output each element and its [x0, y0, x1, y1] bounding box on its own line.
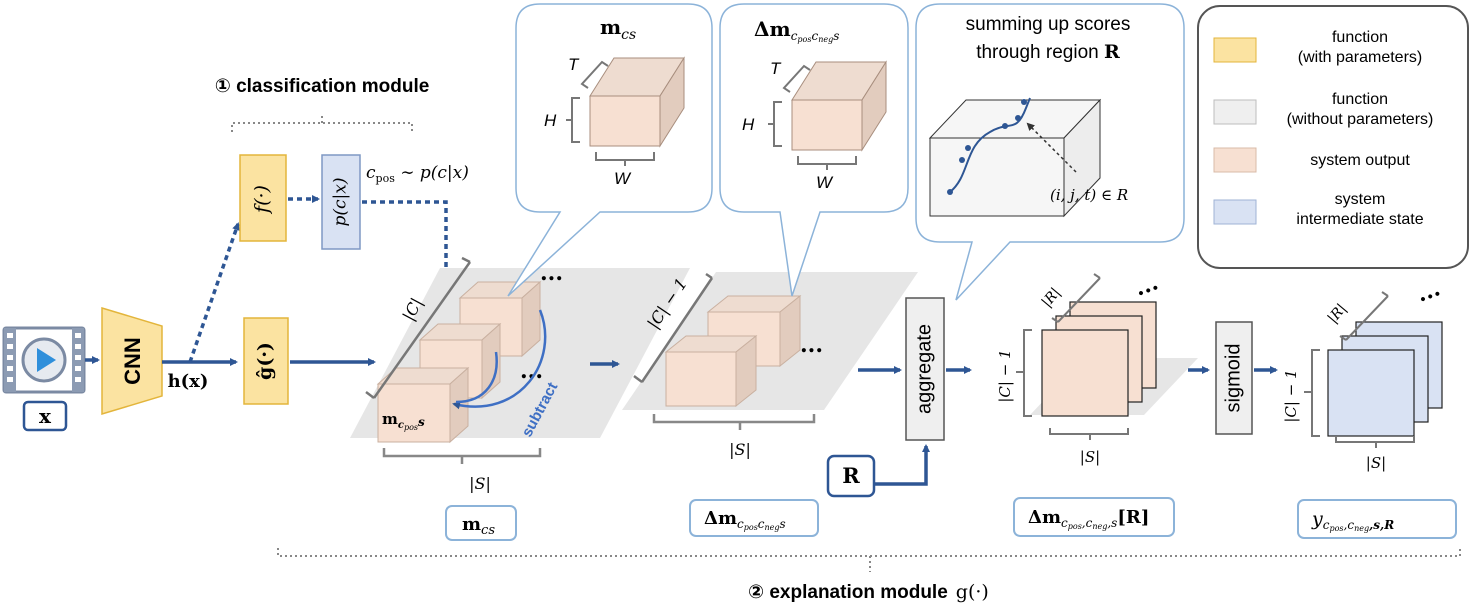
bubble-dm-T: T: [770, 59, 782, 78]
legend-swatch-intermediate: [1213, 199, 1257, 225]
difference-cubes-group: ... |C| − 1 |S|: [622, 266, 918, 459]
aggregate-label: aggregate: [913, 324, 935, 414]
legend-swatch-function-param: [1213, 37, 1257, 63]
bubble-m-H: H: [544, 111, 557, 130]
score-cubes-group: mcposs ... ... subtract |C| |S|: [350, 256, 690, 493]
squares2-dots: ...: [1413, 275, 1443, 307]
squares2-r-label: |R|: [1325, 301, 1350, 327]
arrow-r-aggregate: [874, 444, 930, 486]
arrow-p-cubes-dotted: [362, 200, 450, 280]
cpos-sampling-label: cpos ∼ p(c|x): [366, 163, 469, 185]
squares2-c-bracket: [1304, 349, 1320, 437]
bubble-dm-H: H: [742, 115, 755, 134]
bubble-region-line2: through region R: [976, 41, 1120, 63]
squares1-s-bracket: [1049, 428, 1129, 440]
legend-swatch-function-noparam: [1213, 99, 1257, 125]
legend-label-3: system output: [1310, 152, 1410, 169]
squares2-s-bracket: [1335, 436, 1415, 448]
aggregated-label: Δmcpos,cneg,s[R]: [1028, 507, 1149, 531]
subtract-arrow-1: [452, 309, 547, 410]
bubble-m-title: mcs: [600, 15, 636, 43]
bubble-region: summing up scores through region R (i, j…: [915, 3, 1185, 301]
h-of-x-label: h(x): [168, 371, 209, 392]
squares1-r-label: |R|: [1039, 285, 1064, 311]
g-hat-function-label: ĝ(·): [254, 342, 276, 380]
m-cs-label-box: [445, 505, 517, 541]
delta-m-label-box: [689, 499, 819, 537]
legend-label-4a: system: [1335, 191, 1386, 208]
bubble-region-line1: summing up scores: [966, 14, 1131, 35]
squares1-s-label: |S|: [1080, 448, 1100, 466]
explanation-brace: [277, 548, 1461, 572]
cube2-front: [664, 334, 758, 408]
squares2-r-bracket: [1339, 291, 1389, 341]
bubble-delta-m: Δmcposcnegs T H W: [719, 3, 909, 297]
squares1-r-bracket: [1051, 273, 1101, 323]
square1-layer-1: [1041, 329, 1129, 417]
cubes2-c-bracket: [633, 272, 714, 383]
bubble-m-T: T: [568, 55, 580, 74]
arrow-h-f-dotted: [188, 222, 240, 363]
region-coords: (i, j, t) ∈ R: [1050, 186, 1128, 204]
bubble-dm-title: Δmcposcnegs: [754, 17, 839, 44]
legend: function (with parameters) function (wit…: [1197, 5, 1469, 269]
squares1-dots: ...: [1131, 269, 1161, 301]
legend-label-1a: function: [1332, 29, 1388, 46]
video-input-icon: [2, 326, 86, 394]
legend-box: [1197, 5, 1469, 269]
legend-label-4b: intermediate state: [1296, 211, 1423, 228]
legend-swatch-system-output: [1213, 147, 1257, 173]
cubes1-s-bracket: [382, 448, 542, 464]
m-cs-label: mcs: [462, 514, 495, 538]
subtract-arrow-2: [455, 351, 498, 404]
input-x-box: [22, 400, 68, 432]
input-x-label: x: [39, 404, 52, 428]
squares1-c-bracket: [1016, 329, 1032, 417]
cubes1-c-bracket: [365, 256, 472, 399]
legend-label-2b: (without parameters): [1287, 111, 1434, 128]
squares2-s-label: |S|: [1366, 454, 1386, 472]
classification-brace: [231, 114, 413, 132]
cube-front-label: mcposs: [382, 410, 425, 432]
cnn-block: [101, 306, 163, 416]
region-r-box: [826, 454, 876, 498]
cnn-label: CNN: [120, 337, 145, 385]
cubes1-dots-mid: ...: [520, 358, 543, 384]
cubes2-dots: ...: [800, 332, 823, 358]
legend-label-1b: (with parameters): [1298, 49, 1422, 66]
sigmoid-block: [1215, 321, 1253, 435]
aggregated-scores-group: ... |R| |C| − 1 |S|: [996, 269, 1198, 466]
bubble-m-cs: mcs T H W: [507, 3, 713, 297]
probability-label: p(c|x): [331, 178, 351, 227]
delta-m-label: Δmcposcnegs: [704, 508, 786, 532]
legend-label-2a: function: [1332, 91, 1388, 108]
squares2-c-label: |C| − 1: [1282, 369, 1300, 422]
squares1-c-label: |C| − 1: [996, 349, 1014, 402]
output-label: ycpos,cneg,s,R: [1311, 508, 1394, 533]
classification-module-title: ① classification module: [215, 76, 430, 97]
cubes1-s-label: |S|: [469, 474, 491, 493]
region-r-label: R: [842, 463, 860, 488]
output-label-box: [1297, 499, 1457, 539]
f-function-label: f(·): [251, 185, 273, 215]
f-function-block: [239, 154, 287, 242]
probability-block: [321, 154, 361, 250]
output-probabilities-group: ... |R| |C| − 1 |S|: [1282, 275, 1444, 472]
g-hat-function-block: [243, 317, 289, 405]
aggregate-block: [905, 297, 945, 441]
bubble-m-outline: [507, 3, 713, 297]
cubes2-s-label: |S|: [729, 440, 751, 459]
square2-layer-1: [1327, 349, 1415, 437]
cubes2-s-bracket: [652, 414, 816, 430]
sigmoid-label: sigmoid: [1222, 344, 1244, 413]
aggregated-label-box: [1013, 497, 1175, 537]
region-pointer: [1026, 122, 1077, 173]
bubble-dm-W: W: [816, 173, 834, 192]
bubble-m-W: W: [614, 169, 632, 188]
cubes1-dots-top: ...: [540, 260, 563, 286]
